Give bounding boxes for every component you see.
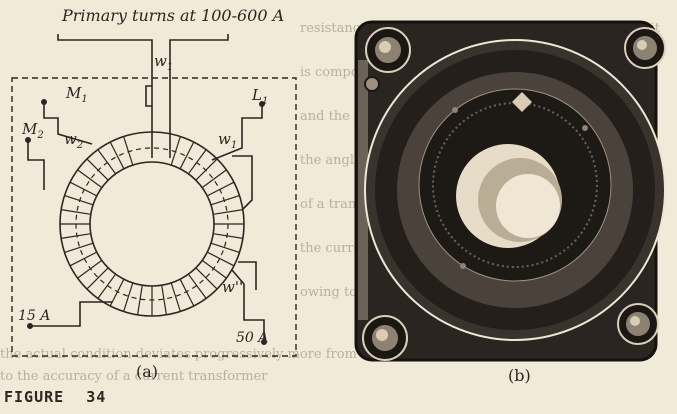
lead-l1 <box>211 106 263 161</box>
winding-turn <box>86 158 109 181</box>
winding-turn <box>179 141 195 170</box>
winding-turn <box>170 282 181 312</box>
primary-turns-label: Primary turns at 100-600 A <box>62 6 284 25</box>
lead-w1-right <box>232 155 253 211</box>
winding-turn <box>97 149 117 175</box>
winding-turn <box>206 181 235 197</box>
label-50a: 50 A <box>236 330 269 346</box>
secondary-winding <box>60 136 244 316</box>
winding-turn <box>187 149 207 175</box>
label-15a: 15 A <box>18 308 51 324</box>
face-screw-right <box>582 125 588 131</box>
transformer-photo <box>354 20 666 362</box>
winding-turn <box>210 242 240 253</box>
terminal-m1 <box>40 99 47 106</box>
core-inner <box>89 161 215 287</box>
winding-turn <box>77 169 103 189</box>
winding-turn <box>77 259 103 279</box>
winding-turn <box>123 136 134 166</box>
label-l1: L1 <box>252 86 269 107</box>
lead-m1 <box>43 104 93 145</box>
winding-turn <box>161 285 167 315</box>
enclosure-outline <box>11 77 297 357</box>
winding-turn <box>195 158 218 181</box>
figure-label: FIGURE <box>4 388 65 406</box>
terminal-l1 <box>258 101 265 108</box>
caption-b: (b) <box>508 366 531 385</box>
winding-turn <box>187 273 207 299</box>
aperture-hole <box>496 174 560 238</box>
label-m2: M2 <box>22 120 44 141</box>
lead-m2 <box>27 142 45 190</box>
winding-turn <box>61 233 91 239</box>
terminal-50a <box>260 338 267 345</box>
primary-lead-left <box>57 34 153 158</box>
terminal-15a <box>26 322 33 329</box>
winding-turn <box>61 209 91 215</box>
winding-turn <box>97 273 117 299</box>
logo-diamond <box>512 92 532 112</box>
corner-knob <box>362 315 408 361</box>
lead-w-double <box>238 261 257 290</box>
side-screw <box>364 76 380 92</box>
winding-turn <box>213 209 243 215</box>
winding-turn <box>137 285 143 315</box>
bleed-through-text: to the accuracy of a current transformer <box>0 369 268 384</box>
label-w1-top: w1 <box>154 52 174 73</box>
winding-turn <box>86 267 109 290</box>
primary-loop <box>145 85 152 107</box>
winding-turn <box>69 251 98 267</box>
corner-knob <box>365 27 411 73</box>
face-screw-left <box>452 107 458 113</box>
winding-turn <box>210 195 240 206</box>
winding-turn <box>64 242 94 253</box>
lead-50a <box>231 269 265 340</box>
photo-frame-bevel <box>358 60 368 320</box>
face-screw-bottom <box>460 263 466 269</box>
winding-turn <box>195 267 218 290</box>
primary-lead-right <box>169 34 229 158</box>
label-m1: M1 <box>66 84 88 105</box>
lead-15a <box>32 301 112 327</box>
corner-knob <box>624 27 666 69</box>
primary-turns-text: Primary turns at 100-600 A <box>62 6 285 25</box>
winding-turn <box>109 141 125 170</box>
winding-turn <box>123 282 134 312</box>
figure-number: 34 <box>86 388 107 406</box>
winding-turn <box>213 233 243 239</box>
winding-turn <box>170 136 181 166</box>
label-w2: w2 <box>64 130 84 151</box>
caption-a: (a) <box>136 362 159 381</box>
winding-turn <box>109 278 125 307</box>
winding-turn <box>201 169 227 189</box>
figure-title: FIGURE 34 <box>4 388 106 406</box>
winding-turn <box>64 195 94 206</box>
label-w-double: w'' <box>222 278 244 296</box>
winding-turn <box>201 259 227 279</box>
winding-turn <box>179 278 195 307</box>
winding-turn <box>206 251 235 267</box>
label-w1-right: w1 <box>218 130 238 151</box>
corner-knob <box>617 303 659 345</box>
terminal-m2 <box>24 137 31 144</box>
winding-turn <box>69 181 98 197</box>
